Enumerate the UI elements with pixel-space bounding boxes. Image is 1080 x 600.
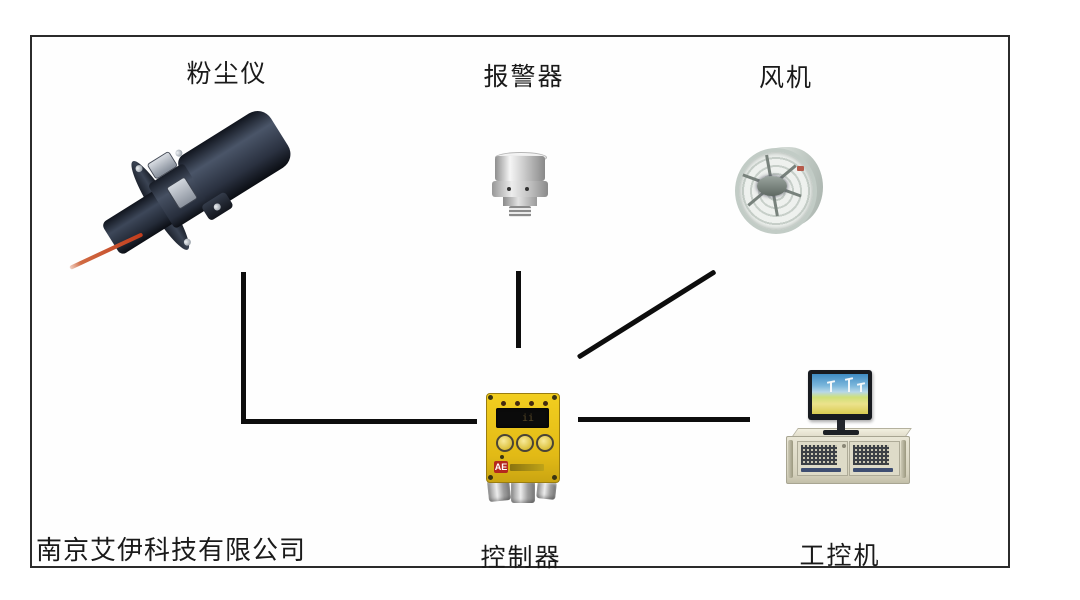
controller-display: ii bbox=[496, 408, 549, 428]
alarm-screw bbox=[525, 187, 529, 191]
monitor-stand bbox=[837, 420, 845, 431]
controller-button bbox=[536, 434, 554, 452]
label-fan: 风机 bbox=[758, 65, 814, 92]
label-dust-meter: 粉尘仪 bbox=[186, 61, 268, 88]
ipc-rack-handle bbox=[788, 440, 793, 478]
controller-indicator-dot bbox=[500, 455, 504, 459]
ipc-label-strip bbox=[801, 468, 841, 472]
alarm-image bbox=[492, 152, 550, 218]
controller-button bbox=[496, 434, 514, 452]
controller-image: ii AE bbox=[484, 393, 560, 503]
monitor-screen bbox=[812, 374, 868, 414]
controller-corner-screw bbox=[552, 475, 557, 480]
industrial-computer-image bbox=[782, 368, 914, 484]
controller-cable-gland bbox=[536, 480, 557, 500]
wind-turbine-graphic bbox=[830, 382, 832, 392]
controller-led bbox=[515, 401, 520, 406]
fan-hub bbox=[757, 176, 787, 196]
alarm-threaded-connector bbox=[509, 206, 531, 217]
controller-display-digits: ii bbox=[522, 413, 535, 424]
label-industrial-computer: 工控机 bbox=[799, 543, 881, 570]
alarm-cap bbox=[495, 156, 545, 181]
controller-brand-text bbox=[510, 464, 544, 471]
company-name: 南京艾伊科技有限公司 bbox=[36, 536, 307, 565]
controller-led bbox=[529, 401, 534, 406]
fan-grille bbox=[735, 148, 817, 234]
controller-corner-screw bbox=[488, 475, 493, 480]
alarm-screw bbox=[507, 187, 511, 191]
label-alarm: 报警器 bbox=[483, 64, 565, 91]
controller-led bbox=[501, 401, 506, 406]
controller-button bbox=[516, 434, 534, 452]
fan-label-mark bbox=[797, 166, 804, 171]
connector-alarm-vertical bbox=[516, 271, 521, 348]
ipc-keylock bbox=[842, 444, 846, 448]
fan-image bbox=[735, 145, 825, 234]
controller-brand-logo: AE bbox=[494, 461, 508, 473]
controller-corner-screw bbox=[552, 395, 557, 400]
label-controller: 控制器 bbox=[480, 545, 562, 572]
connector-ipc-horizontal bbox=[578, 417, 750, 422]
ipc-vent-grille bbox=[853, 445, 889, 465]
wind-turbine-graphic bbox=[848, 379, 850, 392]
controller-led bbox=[543, 401, 548, 406]
ipc-rack-handle bbox=[901, 440, 906, 478]
ipc-label-strip bbox=[853, 468, 893, 472]
controller-cable-gland bbox=[511, 480, 535, 503]
alarm-neck bbox=[503, 197, 537, 206]
controller-corner-screw bbox=[488, 395, 493, 400]
connector-dustmeter-vertical bbox=[241, 272, 246, 424]
connector-dustmeter-horizontal bbox=[241, 419, 477, 424]
wind-turbine-graphic bbox=[860, 384, 862, 392]
ipc-vent-grille bbox=[801, 445, 837, 465]
monitor-base bbox=[823, 430, 859, 435]
alarm-band bbox=[492, 181, 548, 197]
